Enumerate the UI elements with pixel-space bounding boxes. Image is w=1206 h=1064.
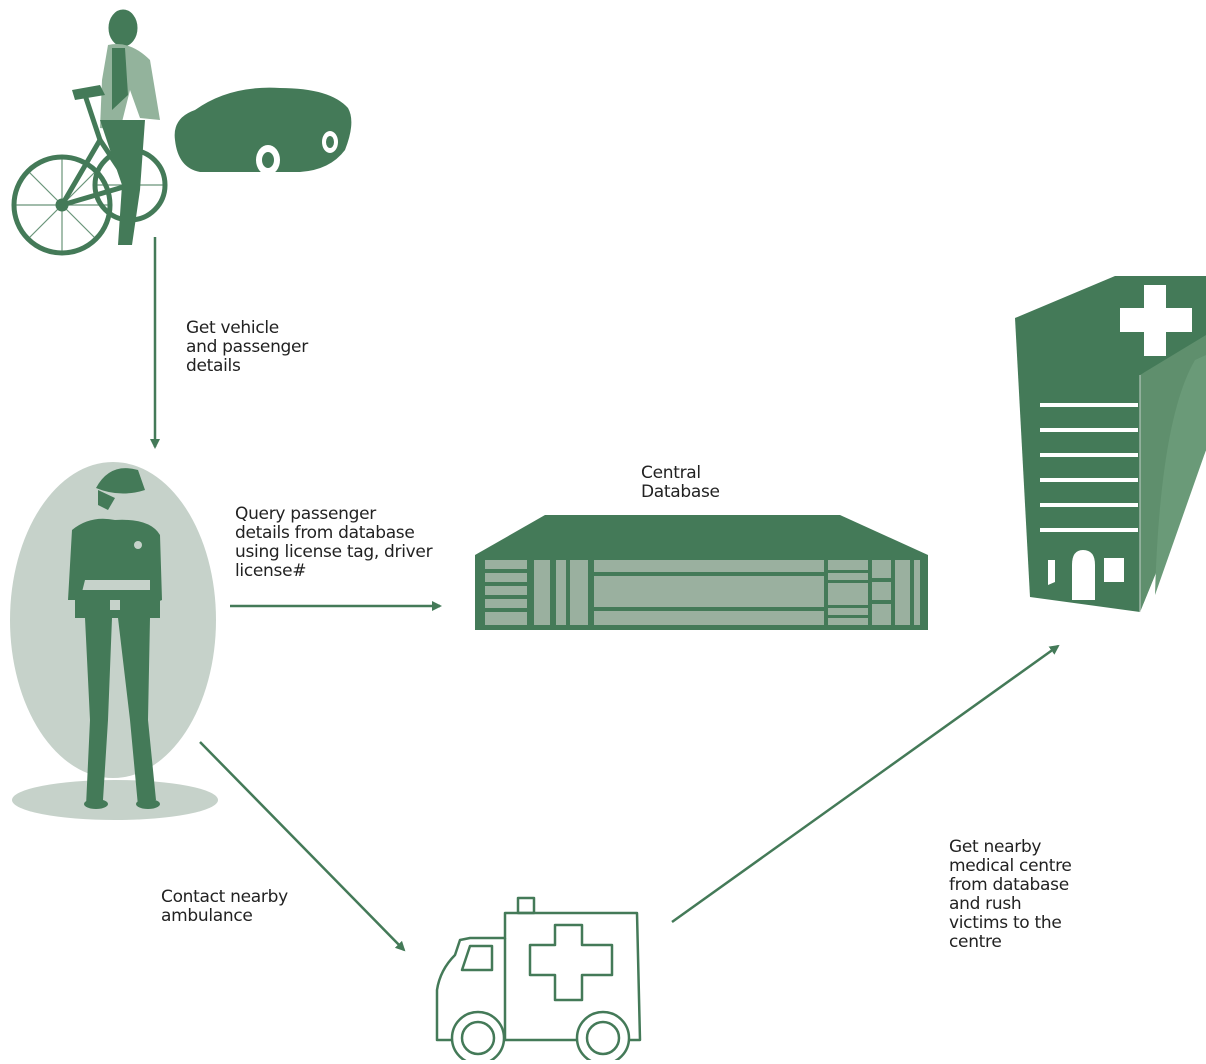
label-medical-centre: Get nearby medical centre from database … <box>949 837 1072 952</box>
hospital-building-icon <box>1015 276 1206 612</box>
label-contact-ambulance: Contact nearby ambulance <box>161 887 288 926</box>
label-query-database: Query passenger details from database us… <box>235 504 433 581</box>
police-officer-icon <box>10 462 218 820</box>
label-central-database: Central Database <box>641 463 720 502</box>
hospital-cross-icon <box>1120 285 1192 356</box>
cyclist-icon <box>11 9 168 256</box>
label-vehicle-details: Get vehicle and passenger details <box>186 318 308 376</box>
arrow-police-to-ambulance <box>199 741 406 952</box>
ambulance-icon <box>435 896 642 1064</box>
car-icon <box>174 87 352 175</box>
arrow-ambulance-to-hospital <box>671 644 1060 924</box>
database-server-icon <box>475 515 928 630</box>
